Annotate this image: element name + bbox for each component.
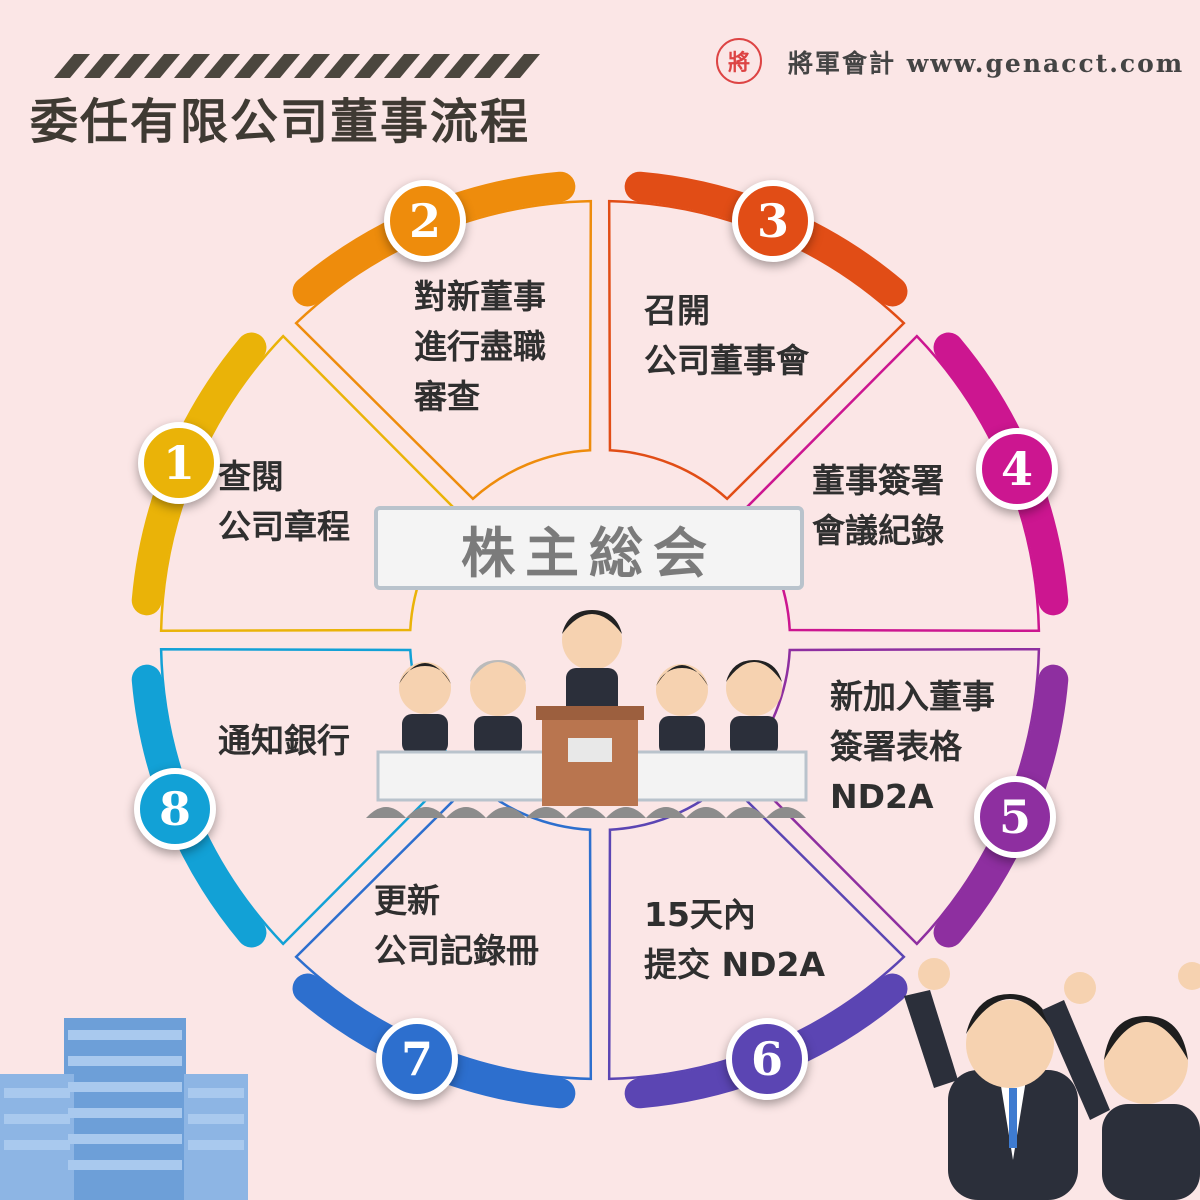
- step-2-label: 對新董事 進行盡職 審查: [414, 277, 546, 416]
- meeting-sign: 株主総会: [374, 506, 804, 590]
- step-8-label: 通知銀行: [218, 721, 350, 760]
- step-4-label: 董事簽署 會議紀錄: [812, 461, 944, 550]
- building-illustration: [0, 1018, 248, 1200]
- cheering-staff-illustration: [904, 958, 1200, 1200]
- attendee-2: [470, 660, 526, 756]
- attendee-4: [656, 664, 708, 756]
- attendee-5: [726, 660, 782, 756]
- attendee-1: [399, 662, 451, 754]
- attendee-3-chair: [562, 610, 622, 716]
- step-6-badge: 6: [726, 1018, 808, 1100]
- step-3-badge: 3: [732, 180, 814, 262]
- step-7-label: 更新 公司記錄冊: [374, 881, 539, 970]
- step-3-label: 召開 公司董事會: [644, 291, 809, 380]
- step-4-badge: 4: [976, 428, 1058, 510]
- step-1-badge: 1: [138, 422, 220, 504]
- title-stripes: [54, 54, 540, 78]
- step-6-sector: [607, 779, 906, 1081]
- shareholder-meeting-illustration: [366, 610, 808, 818]
- step-2-sector: [294, 199, 593, 501]
- step-2-badge: 2: [384, 180, 466, 262]
- step-3-sector: [607, 199, 906, 501]
- step-5-sector: [739, 647, 1041, 946]
- step-6-label: 15天內 提交 ND2A: [644, 895, 826, 984]
- step-1-label: 查閱 公司章程: [218, 457, 350, 546]
- step-7-sector: [294, 779, 593, 1081]
- step-8-badge: 8: [134, 768, 216, 850]
- brand-seal-icon: 將: [716, 38, 762, 84]
- brand-name: 將軍會計 www.genacct.com: [788, 49, 1185, 78]
- page-title: 委任有限公司董事流程: [30, 94, 531, 150]
- step-7-badge: 7: [376, 1018, 458, 1100]
- step-5-label: 新加入董事 簽署表格 ND2A: [830, 677, 995, 816]
- step-5-badge: 5: [974, 776, 1056, 858]
